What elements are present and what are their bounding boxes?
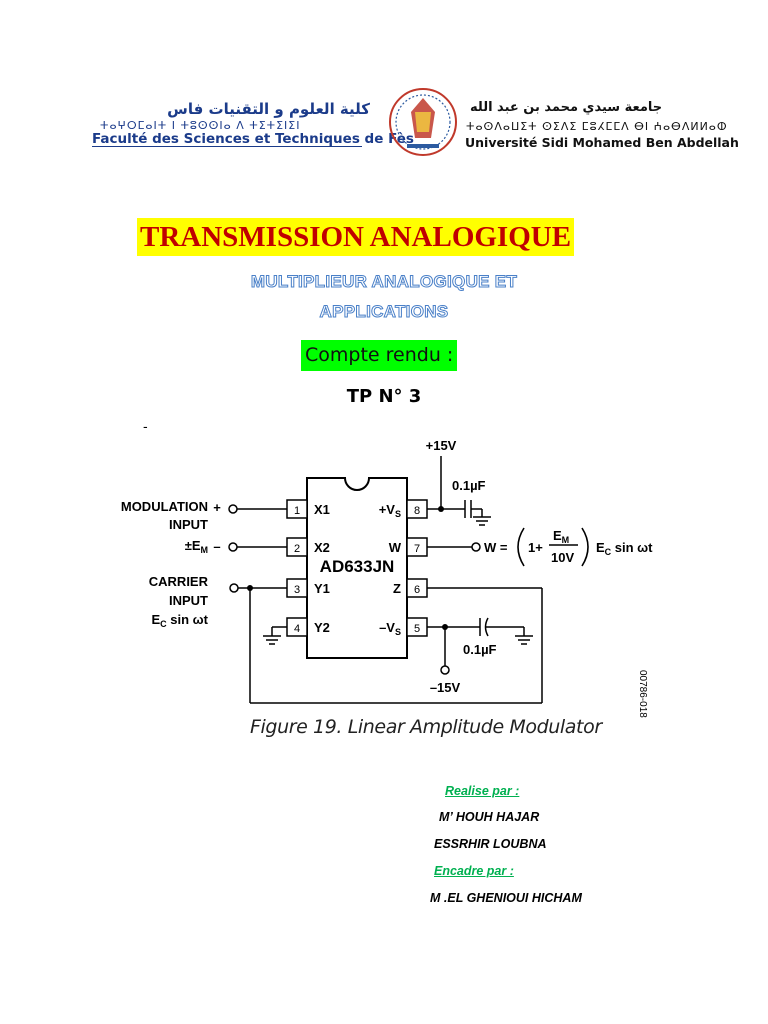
cap-bottom-label: 0.1µF — [463, 642, 497, 657]
cap-top-label: 0.1µF — [452, 478, 486, 493]
university-seal-icon — [389, 88, 457, 156]
supervisor-name: M .EL GHENIOUI HICHAM — [430, 891, 582, 905]
pin-7-name: W — [389, 540, 402, 555]
faculty-name-tifinagh: ⵜⴰⵖⵔⵎⴰⵏⵜ ⵏ ⵜⵓⵙⵙⵏⴰ ⴷ ⵜⵉⵜⵉⵏⵉⵏ — [100, 119, 301, 132]
chip-body — [306, 477, 408, 659]
pin-2-name: X2 — [314, 540, 330, 555]
pin-4-number: 4 — [294, 623, 300, 635]
pin-3-number: 3 — [294, 584, 300, 596]
carrier-line2: INPUT — [169, 593, 208, 608]
mod-input-minus: – — [213, 539, 220, 554]
output-lhs: W = — [484, 540, 508, 555]
mod-input-line2: INPUT — [169, 517, 208, 532]
pin-1-name: X1 — [314, 502, 330, 517]
junction-dot-pin3 — [247, 585, 253, 591]
pin-7-number: 7 — [414, 543, 420, 555]
subtitle-line-1: MULTIPLIEUR ANALOGIQUE ET — [250, 272, 518, 292]
pin-5-name: –VS — [379, 620, 401, 637]
mod-input-plus: + — [213, 500, 221, 515]
pin-8-number: 8 — [414, 505, 420, 517]
carrier-line3: EC sin ωt — [152, 612, 209, 629]
pin-5-number: 5 — [414, 623, 420, 635]
pin-1-number: 1 — [294, 505, 300, 517]
report-label: Compte rendu : — [301, 340, 458, 371]
student-name-2: ESSRHIR LOUBNA — [434, 837, 547, 851]
junction-dot-pin5 — [442, 624, 448, 630]
faculty-name-french: Faculté des Sciences et Techniques de Fè… — [92, 131, 414, 147]
figure-caption: Figure 19. Linear Amplitude Modulator — [250, 716, 602, 738]
faculty-name-arabic: كلية العلوم و التقنيات فاس — [167, 100, 370, 118]
mod-input-line1: MODULATION — [121, 499, 208, 514]
realise-label: Realise par : — [445, 784, 520, 798]
output-denominator: 10V — [551, 550, 574, 565]
tp-number: TP N° 3 — [346, 386, 422, 407]
stray-mark: - — [143, 418, 148, 434]
output-one: 1+ — [528, 540, 543, 555]
pin-6-name: Z — [393, 581, 401, 596]
student-name-1: M’ HOUH HAJAR — [439, 810, 540, 824]
pin-8-name: +VS — [379, 502, 401, 519]
subtitle-line-2: APPLICATIONS — [319, 302, 449, 322]
pin-6-number: 6 — [414, 584, 420, 596]
mod-input-line3: ±EM — [185, 538, 208, 555]
supply-positive: +15V — [426, 438, 457, 453]
university-name-french: Université Sidi Mohamed Ben Abdellah — [465, 135, 739, 150]
paren-left — [517, 527, 525, 567]
junction-dot-pin8 — [438, 506, 444, 512]
encadre-label: Encadre par : — [434, 864, 514, 878]
university-name-arabic: جامعة سيدي محمد بن عبد الله — [470, 100, 663, 115]
carrier-line1: CARRIER — [149, 574, 209, 589]
pin-3-name: Y1 — [314, 581, 330, 596]
chip-label: AD633JN — [320, 557, 395, 576]
output-numerator: EM — [553, 528, 569, 545]
document-title: TRANSMISSION ANALOGIQUE — [137, 218, 575, 256]
paren-right — [581, 527, 589, 567]
pin-2-number: 2 — [294, 543, 300, 555]
pin-4-name: Y2 — [314, 620, 330, 635]
output-rhs: EC sin ωt — [596, 540, 653, 557]
circuit-diagram: AD633JN 1 2 3 4 X1 X2 Y1 Y2 8 7 6 5 +VS … — [121, 438, 653, 704]
university-name-tifinagh: ⵜⴰⵙⴷⴰⵡⵉⵜ ⵙⵉⴷⵉ ⵎⵓⵃⵎⵎⴷ ⴱⵏ ⵄⴰⴱⴷⵍⵍⴰⵀ — [466, 120, 728, 133]
left-pins: 1 2 3 4 X1 X2 Y1 Y2 — [286, 499, 330, 637]
wires — [228, 456, 543, 704]
supply-negative: –15V — [430, 680, 461, 695]
faculty-logo-band — [92, 146, 362, 151]
figure-code: 00786-018 — [637, 670, 648, 718]
